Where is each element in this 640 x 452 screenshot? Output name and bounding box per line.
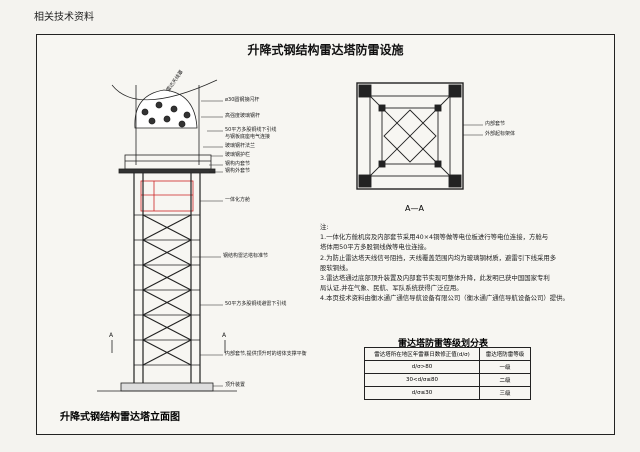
note-line: 1.一体化方舱机房及内部套节采用40×4铜等做等电位板进行等电位连接，方舱与 (320, 233, 549, 242)
label-outer: 钢构外套节 (225, 168, 251, 174)
note-line: 局认证,并在气象、民航、军队系统获得广泛应用。 (320, 284, 463, 293)
label-room: 一体化方舱 (225, 197, 251, 203)
elevation-drawing (97, 79, 483, 392)
notes-block: 注: 1.一体化方舱机房及内部套节采用40×4铜等做等电位板进行等电位连接，方舱… (320, 222, 598, 304)
note-line: 3.雷达塔通过底部顶升装置及内部套节实现可整体升降，此发明已获中国国家专利 (320, 274, 550, 283)
label-rod: ø30圆钢接闪杆 (225, 97, 260, 103)
note-line: 塔体用50平方多股铜线做等电位连接。 (320, 243, 431, 252)
note-line: 股软铜线。 (320, 263, 352, 272)
table-cell: d/σ≤30 (364, 386, 480, 400)
table-header: 雷达塔所在地区年雷暴日数修正值(d/σ) (364, 347, 480, 361)
plan-label-inner: 内部套节 (485, 121, 506, 127)
label-jack: 顶升装置 (225, 382, 246, 388)
drawing-frame: 升降式钢结构雷达塔防雷设施 (36, 34, 615, 435)
label-flange: 玻璃钢杆法兰 (225, 143, 256, 149)
section-mark-left: A (109, 332, 114, 339)
table-header: 雷达塔防雷等级 (479, 347, 531, 361)
note-line: 4.本页技术资料由衡水通广通信导航设备有限公司（衡水通广通信导航设备公司）提供。 (320, 294, 569, 303)
plan-label-outer: 外部起标架体 (485, 131, 516, 137)
notes-head: 注: (320, 223, 329, 231)
table-cell: d/σ>80 (364, 360, 480, 374)
section-mark-right: A (222, 332, 227, 339)
tower-base (120, 382, 214, 392)
top-platform (124, 154, 212, 170)
label-connect: 内部套节,提供顶升时的塔体支撑平衡 (225, 351, 307, 357)
drawing-title: 升降式钢结构雷达塔防雷设施 (247, 43, 404, 57)
label-cable1: 50平方多股铜线下引线 (225, 127, 277, 133)
lightning-level-table: 雷达塔所在地区年雷暴日数修正值(d/σ) 雷达塔防雷等级 d/σ>80 一级 3… (364, 347, 531, 400)
label-inner: 钢构内套节 (225, 161, 251, 167)
label-fgrp: 高强度玻璃钢杆 (225, 113, 261, 119)
table-row: 30<d/σ≤80 二级 (364, 373, 531, 387)
label-cable3: 50平方多股铜线避雷下引线 (225, 301, 287, 307)
table-title: 雷达塔防雷等级划分表 (398, 339, 489, 349)
header-label: 相关技术资料 (34, 12, 94, 23)
label-rail: 玻璃钢护栏 (225, 152, 251, 158)
plan-caption: A—A (405, 204, 424, 213)
elevation-caption: 升降式钢结构雷达塔立面图 (60, 412, 180, 423)
lightning-arc (111, 79, 218, 101)
equipment-room (140, 180, 194, 212)
table-cell: 30<d/σ≤80 (364, 373, 480, 387)
table-cell: 一级 (479, 360, 531, 374)
label-cable2: 与钢板底座电气连接 (225, 134, 271, 140)
table-cell: 三级 (479, 386, 531, 400)
table-row: d/σ≤30 三级 (364, 386, 531, 400)
table-header-row: 雷达塔所在地区年雷暴日数修正值(d/σ) 雷达塔防雷等级 (364, 347, 531, 361)
note-line: 2.为防止雷达塔天线信号阻挡，天线覆盖范围内均为玻璃钢材质，避雷引下线采用多 (320, 253, 557, 262)
table-cell: 二级 (479, 373, 531, 387)
plan-outer (356, 82, 464, 190)
table-row: d/σ>80 一级 (364, 360, 531, 374)
label-equip: 钢结构雷达塔标准节 (223, 253, 269, 259)
